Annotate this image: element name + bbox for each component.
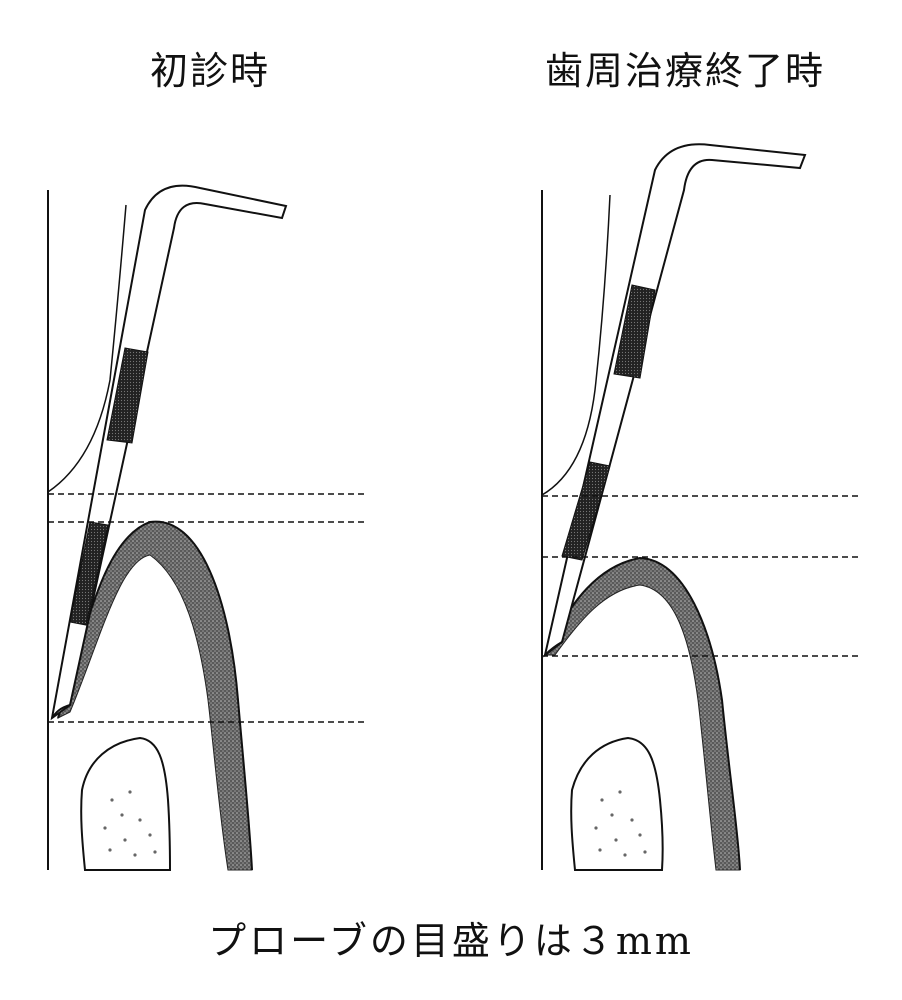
probe-initial bbox=[50, 184, 288, 721]
caption: プローブの目盛りは３mm bbox=[208, 919, 694, 963]
probe-after bbox=[543, 143, 807, 658]
panel-initial bbox=[47, 184, 368, 871]
gingiva-outline bbox=[47, 204, 127, 493]
probe-band-lower bbox=[69, 521, 109, 626]
gingiva-contour bbox=[57, 520, 253, 871]
probe-band-upper bbox=[613, 284, 656, 379]
reference-lines-initial bbox=[48, 493, 368, 723]
probe-band-upper bbox=[106, 347, 149, 444]
probe-band-lower bbox=[561, 461, 611, 561]
panel-after-treatment bbox=[541, 143, 858, 871]
panel-title-after-treatment: 歯周治療終了時 bbox=[545, 49, 826, 93]
bone-dots bbox=[594, 790, 647, 857]
bone-dots bbox=[103, 790, 157, 857]
alveolar-bone bbox=[80, 736, 172, 871]
gingiva-outline bbox=[541, 194, 611, 496]
reference-lines-after bbox=[542, 495, 858, 657]
alveolar-bone bbox=[570, 736, 664, 871]
gingiva-contour bbox=[544, 556, 741, 871]
panel-title-initial: 初診時 bbox=[150, 49, 271, 93]
